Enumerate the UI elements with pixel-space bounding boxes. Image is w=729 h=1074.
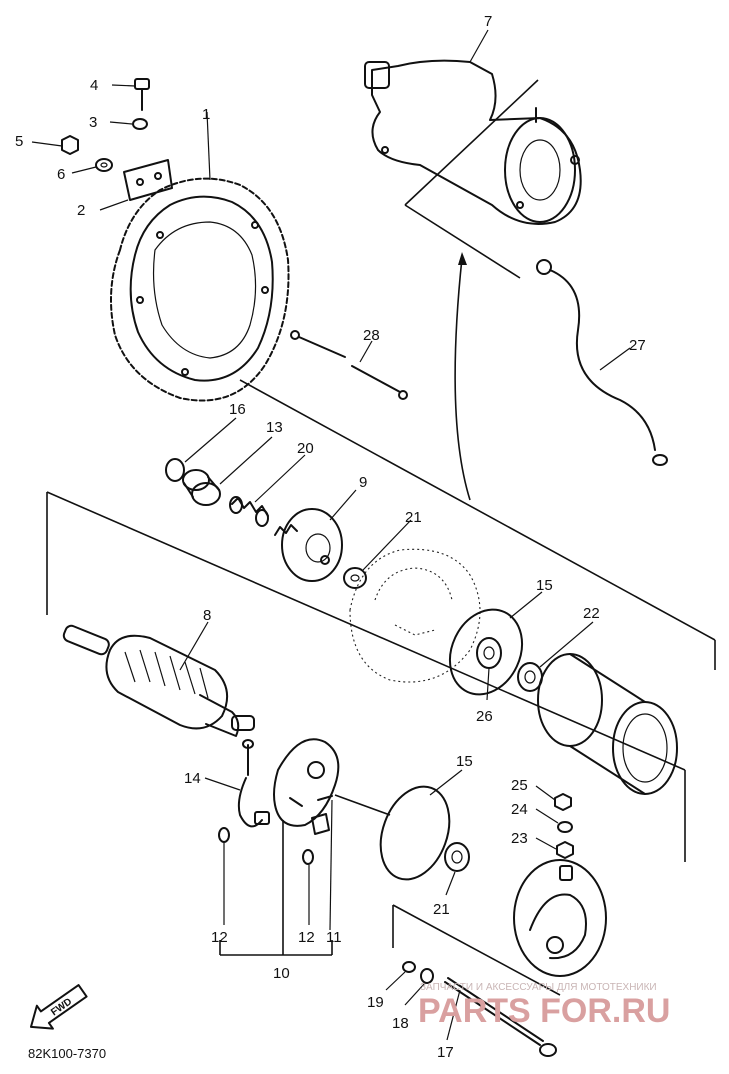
part-19-washer — [402, 961, 416, 973]
part-5-nut — [61, 135, 79, 155]
callout-17: 17 — [437, 1044, 454, 1061]
part-15-o-ring-lower — [379, 785, 451, 881]
callout-28: 28 — [363, 327, 380, 344]
part-2-bracket — [123, 159, 173, 201]
callout-5: 5 — [15, 133, 23, 150]
part-3-washer — [132, 118, 148, 130]
callout-9: 9 — [359, 474, 367, 491]
part-7-starter-motor-assembly — [364, 59, 582, 225]
fwd-arrow-icon: FWD — [29, 984, 88, 1030]
callout-leader-lines — [31, 29, 631, 1041]
part-25-nut — [554, 793, 572, 811]
callout-14: 14 — [184, 770, 201, 787]
part-1-ring-gear — [110, 177, 290, 402]
part-26-washer — [476, 637, 502, 669]
diagram-code: 82K100-7370 — [28, 1046, 106, 1061]
part-13-sleeve — [182, 469, 221, 506]
callout-27: 27 — [629, 337, 646, 354]
part-24-washer — [557, 821, 573, 833]
callout-21a: 21 — [405, 509, 422, 526]
yoke-housing — [537, 653, 678, 795]
part-21-washer-lower — [444, 842, 470, 872]
watermark-text: PARTS FOR.RU — [418, 992, 670, 1030]
part-27-lead-wire — [536, 259, 668, 466]
callout-12a: 12 — [211, 929, 228, 946]
part-10-brush-plate — [273, 738, 340, 827]
callout-10: 10 — [273, 965, 290, 982]
callout-12b: 12 — [298, 929, 315, 946]
callout-15b: 15 — [456, 753, 473, 770]
callout-2: 2 — [77, 202, 85, 219]
callout-8: 8 — [203, 607, 211, 624]
callout-13: 13 — [266, 419, 283, 436]
part-20-spring — [229, 496, 269, 527]
callout-1: 1 — [202, 106, 210, 123]
part-16-circlip — [165, 458, 185, 482]
part-11-brush — [311, 813, 330, 835]
part-4-bolt — [134, 78, 150, 111]
part-23-collar — [556, 841, 574, 859]
assembly-frame-lines — [46, 79, 716, 996]
callout-11: 11 — [326, 929, 342, 946]
callout-21b: 21 — [433, 901, 450, 918]
callout-22: 22 — [583, 605, 600, 622]
callout-23: 23 — [511, 830, 528, 847]
callout-25: 25 — [511, 777, 528, 794]
part-14-brush-lead — [237, 739, 270, 828]
callout-26: 26 — [476, 708, 493, 725]
callout-19: 19 — [367, 994, 384, 1011]
part-17-through-bolt — [444, 977, 557, 1057]
watermark-tagline: ЗАПЧАСТИ И АКСЕССУАРЫ ДЛЯ МОТОТЕХНИКИ — [420, 982, 657, 993]
callout-15a: 15 — [536, 577, 553, 594]
callout-4: 4 — [90, 77, 98, 94]
callout-6: 6 — [57, 166, 65, 183]
part-12-washers — [218, 827, 314, 865]
watermark: ЗАПЧАСТИ И АКСЕССУАРЫ ДЛЯ МОТОТЕХНИКИ PA… — [418, 982, 670, 1030]
callout-24: 24 — [511, 801, 528, 818]
part-6-collar — [95, 158, 113, 172]
callout-16: 16 — [229, 401, 246, 418]
front-housing-outline — [349, 548, 481, 683]
callout-7: 7 — [484, 13, 492, 30]
part-28-rod — [290, 330, 408, 400]
part-21-washer-upper — [343, 567, 367, 589]
callout-20: 20 — [297, 440, 314, 457]
callout-numbers: 1 2 3 4 5 6 7 8 9 10 11 12 12 13 14 15 1… — [15, 13, 646, 1061]
part-18-o-ring — [420, 968, 434, 984]
callout-3: 3 — [89, 114, 97, 131]
part-8-armature — [62, 624, 255, 737]
part-9-pinion-clutch — [274, 508, 343, 582]
part-15-o-ring-upper — [449, 608, 523, 696]
callout-18: 18 — [392, 1015, 409, 1032]
rear-end-cover — [513, 859, 607, 977]
